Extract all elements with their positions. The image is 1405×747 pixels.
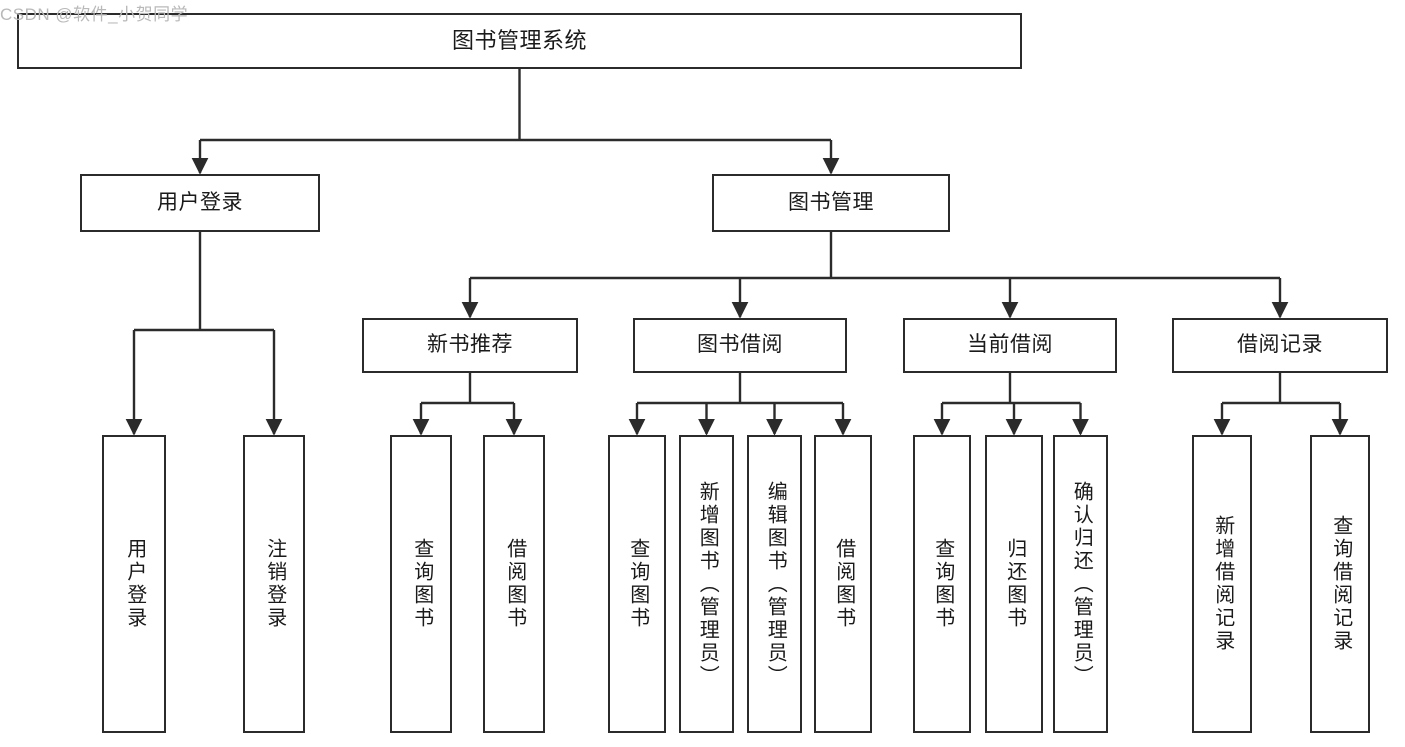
node-label: 新增图书（管理员） <box>696 480 719 688</box>
node-label: 用户登录 <box>123 538 146 630</box>
node-leaf3[interactable]: 查询图书 <box>390 435 452 733</box>
node-label: 查询图书 <box>410 538 433 630</box>
node-label: 当前借阅 <box>967 333 1053 357</box>
node-leaf6[interactable]: 新增图书（管理员） <box>679 435 734 733</box>
node-leaf4[interactable]: 借阅图书 <box>483 435 545 733</box>
node-label: 借阅图书 <box>832 538 855 630</box>
node-label: 用户登录 <box>157 190 243 214</box>
node-label: 新书推荐 <box>427 333 513 357</box>
node-leaf2[interactable]: 注销登录 <box>243 435 305 733</box>
node-label: 图书管理系统 <box>451 28 587 54</box>
node-label: 查询借阅记录 <box>1329 515 1352 653</box>
node-root[interactable]: 图书管理系统 <box>17 13 1022 69</box>
edge-group <box>125 69 1349 436</box>
node-label: 确认归还（管理员） <box>1070 480 1093 688</box>
node-label: 查询图书 <box>626 538 649 630</box>
node-leaf13[interactable]: 查询借阅记录 <box>1310 435 1370 733</box>
node-label: 图书管理 <box>788 190 874 214</box>
node-label: 借阅记录 <box>1237 333 1323 357</box>
node-bookmgmt[interactable]: 图书管理 <box>712 174 950 232</box>
node-records[interactable]: 借阅记录 <box>1172 318 1388 373</box>
node-label: 注销登录 <box>263 538 286 630</box>
node-leaf10[interactable]: 归还图书 <box>985 435 1043 733</box>
node-leaf11[interactable]: 确认归还（管理员） <box>1053 435 1108 733</box>
node-leaf1[interactable]: 用户登录 <box>102 435 166 733</box>
node-newbook[interactable]: 新书推荐 <box>362 318 578 373</box>
node-leaf5[interactable]: 查询图书 <box>608 435 666 733</box>
node-leaf8[interactable]: 借阅图书 <box>814 435 872 733</box>
node-label: 借阅图书 <box>503 538 526 630</box>
node-login[interactable]: 用户登录 <box>80 174 320 232</box>
node-current[interactable]: 当前借阅 <box>903 318 1117 373</box>
node-label: 编辑图书（管理员） <box>764 480 787 688</box>
node-label: 归还图书 <box>1003 538 1026 630</box>
node-borrow[interactable]: 图书借阅 <box>633 318 847 373</box>
node-label: 查询图书 <box>931 538 954 630</box>
node-leaf7[interactable]: 编辑图书（管理员） <box>747 435 802 733</box>
node-leaf9[interactable]: 查询图书 <box>913 435 971 733</box>
node-label: 图书借阅 <box>697 333 783 357</box>
csdn-watermark: CSDN @软件_小贺同学 <box>0 5 189 24</box>
node-leaf12[interactable]: 新增借阅记录 <box>1192 435 1252 733</box>
node-label: 新增借阅记录 <box>1211 515 1234 653</box>
